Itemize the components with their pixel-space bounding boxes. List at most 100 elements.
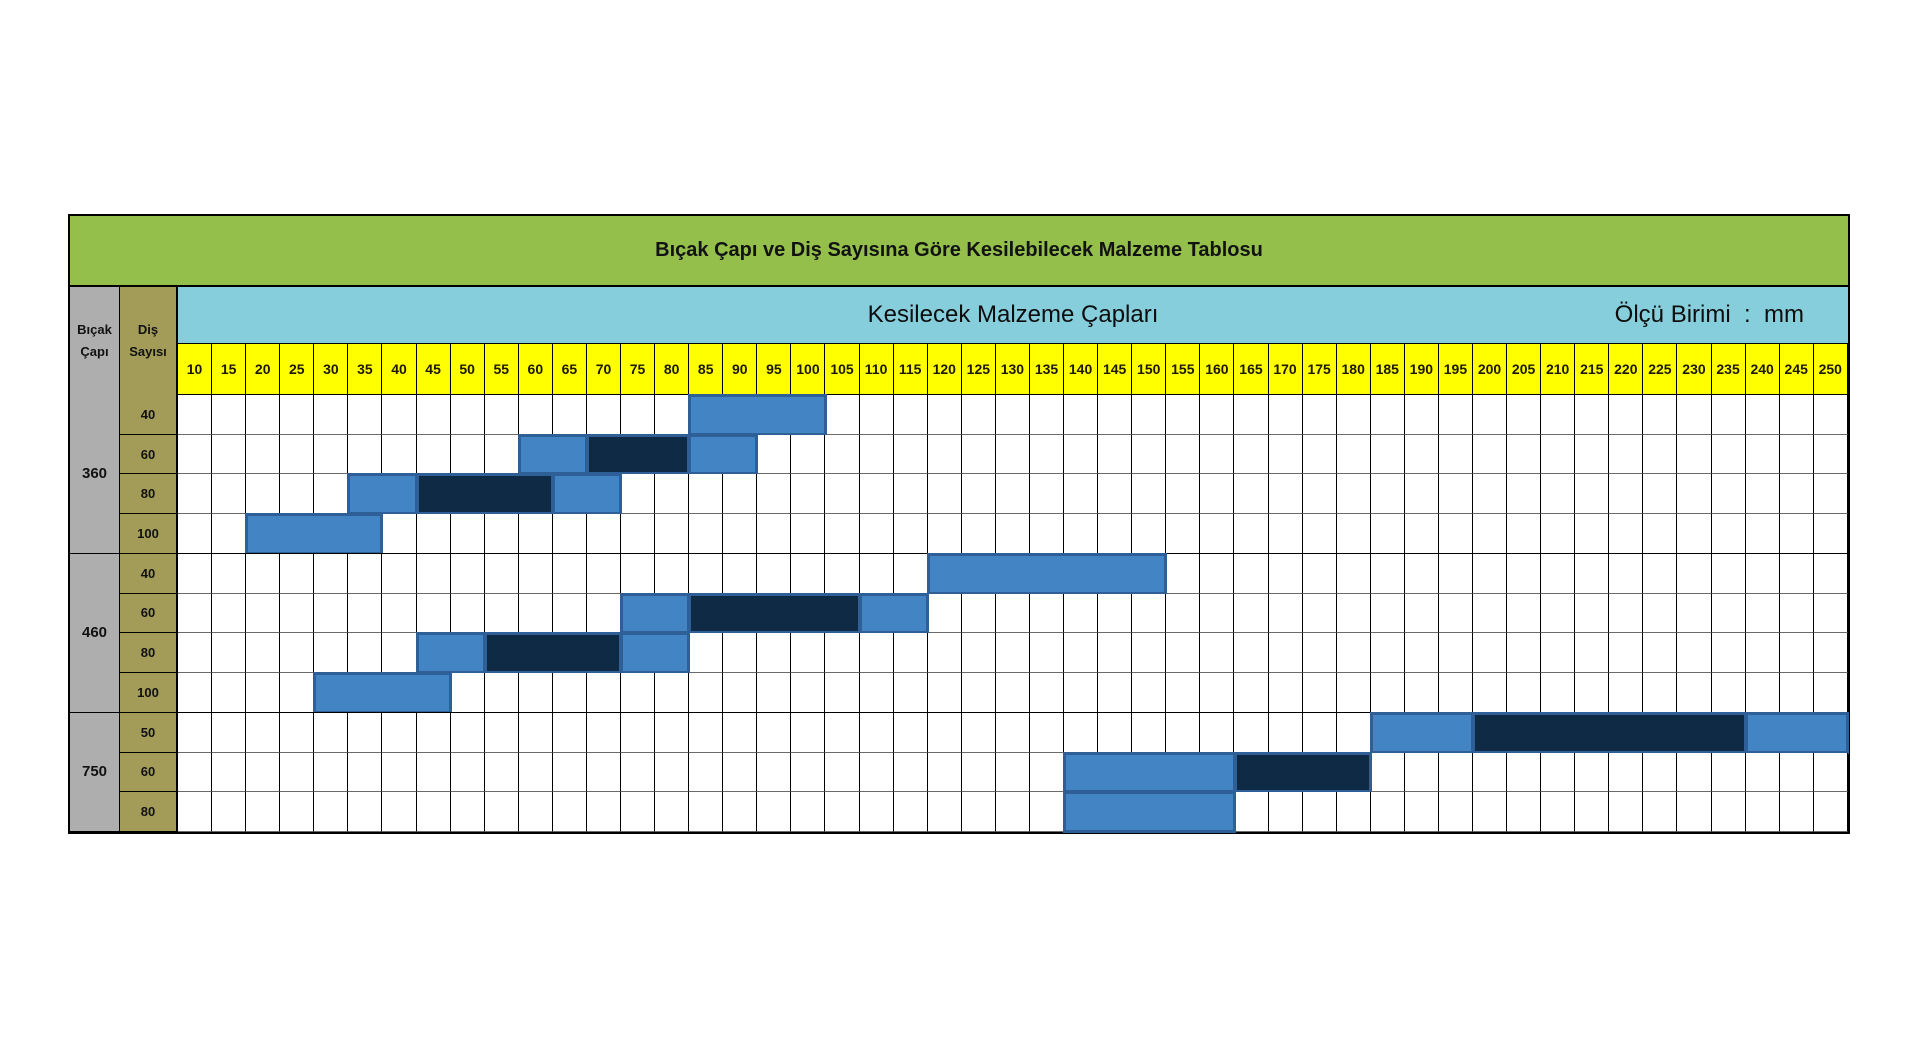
grid-cell <box>1541 553 1576 594</box>
diameter-tick: 185 <box>1370 344 1405 395</box>
grid-cell <box>859 434 894 475</box>
grid-cell <box>1677 752 1712 793</box>
grid-cell <box>1098 474 1133 515</box>
grid-cell <box>859 712 894 753</box>
grid-cell <box>859 633 894 674</box>
grid-cell <box>1166 514 1201 554</box>
grid-cell <box>689 474 724 515</box>
grid-cell <box>212 474 247 515</box>
grid-cell <box>1336 553 1371 594</box>
grid-cell <box>1438 395 1473 435</box>
grid-cell <box>1268 434 1303 475</box>
grid-cell <box>1609 673 1644 713</box>
diameter-tick: 110 <box>859 344 894 395</box>
grid-cell <box>382 434 417 475</box>
grid-cell <box>1472 673 1508 713</box>
grid-cell <box>655 792 690 832</box>
grid-cell <box>178 673 213 713</box>
grid-cell <box>1404 673 1439 713</box>
grid-cell <box>450 752 485 793</box>
grid-cell <box>416 553 451 594</box>
grid-cell <box>280 633 315 674</box>
grid-cell <box>178 553 213 594</box>
range-bar-light <box>688 394 827 436</box>
grid-cell <box>791 553 826 594</box>
grid-cell <box>791 752 826 793</box>
teeth-count-cell: 60 <box>120 593 178 634</box>
teeth-count-cell: 100 <box>120 673 178 713</box>
diameter-tick: 190 <box>1404 344 1439 395</box>
grid-cell <box>484 673 519 713</box>
grid-cell <box>757 514 792 554</box>
diameter-tick: 180 <box>1336 344 1371 395</box>
grid-cell <box>280 593 315 634</box>
grid-cell <box>1268 553 1303 594</box>
diameter-tick: 215 <box>1575 344 1610 395</box>
grid-cell <box>1575 434 1610 475</box>
grid-cell <box>1336 593 1371 634</box>
grid-cell <box>1575 553 1610 594</box>
grid-cell <box>416 712 451 753</box>
grid-cell <box>655 395 690 435</box>
grid-cell <box>1438 752 1473 793</box>
range-bar-dark <box>1233 751 1372 794</box>
grid-cell <box>1472 792 1508 832</box>
grid-cell <box>1064 633 1099 674</box>
diameter-tick: 195 <box>1438 344 1473 395</box>
grid-cell <box>1404 792 1439 832</box>
grid-cell <box>280 474 315 515</box>
grid-cell <box>825 792 860 832</box>
grid-cell <box>995 673 1030 713</box>
diameter-tick: 200 <box>1472 344 1508 395</box>
grid-cell <box>961 474 996 515</box>
grid-cell <box>1132 633 1167 674</box>
diameter-tick: 150 <box>1132 344 1167 395</box>
grid-cell <box>212 792 247 832</box>
grid-cell <box>1813 474 1848 515</box>
diameter-tick: 145 <box>1098 344 1133 395</box>
grid-cell <box>825 633 860 674</box>
range-bar-light <box>245 513 384 555</box>
grid-cell <box>1438 553 1473 594</box>
grid-cell <box>1029 474 1065 515</box>
grid-cell <box>1711 633 1746 674</box>
grid-cell <box>586 514 622 554</box>
grid-cell <box>552 514 587 554</box>
diameter-tick: 90 <box>723 344 758 395</box>
grid-cell <box>1029 593 1065 634</box>
grid-row <box>178 553 1848 594</box>
grid-cell <box>1234 474 1269 515</box>
grid-cell <box>382 514 417 554</box>
grid-cell <box>1234 792 1269 832</box>
grid-cell <box>280 434 315 475</box>
grid-cell <box>995 712 1030 753</box>
grid-cell <box>1166 712 1201 753</box>
grid-cell <box>1370 673 1405 713</box>
grid-cell <box>1779 792 1814 832</box>
grid-cell <box>1370 593 1405 634</box>
grid-cell <box>1643 752 1678 793</box>
grid-cell <box>1404 752 1439 793</box>
grid-cell <box>995 474 1030 515</box>
grid-cell <box>1404 514 1439 554</box>
diameter-tick: 10 <box>178 344 213 395</box>
grid-cell <box>212 593 247 634</box>
grid-cell <box>961 514 996 554</box>
grid-cell <box>1541 673 1576 713</box>
grid-cell <box>1302 514 1337 554</box>
grid-cell <box>1234 553 1269 594</box>
grid-cell <box>1677 514 1712 554</box>
grid-cell <box>1575 752 1610 793</box>
grid-cell <box>757 434 792 475</box>
grid-cell <box>1132 514 1167 554</box>
grid-cell <box>1370 514 1405 554</box>
grid-cell <box>586 553 622 594</box>
grid-cell <box>1370 395 1405 435</box>
grid-cell <box>552 752 587 793</box>
diameter-tick: 125 <box>961 344 996 395</box>
grid-cell <box>1336 673 1371 713</box>
grid-cell <box>1609 553 1644 594</box>
grid-cell <box>1745 553 1780 594</box>
grid-cell <box>450 553 485 594</box>
